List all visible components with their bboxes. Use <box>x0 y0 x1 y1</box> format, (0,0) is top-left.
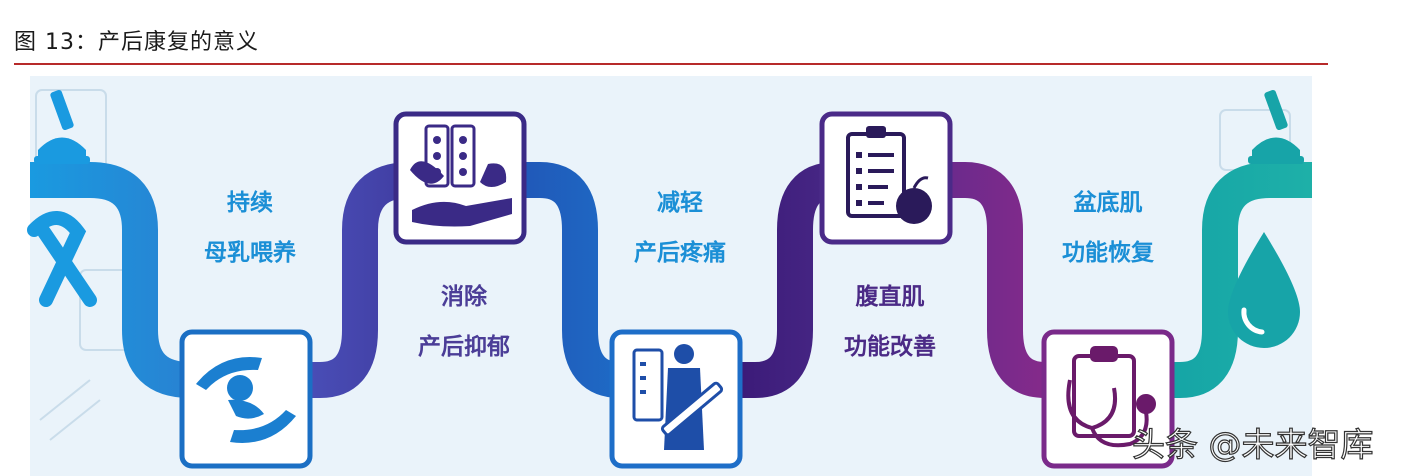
caption-rule <box>14 63 1328 65</box>
step-label-5-line2: 功能恢复 <box>1062 240 1154 266</box>
pipe-segment-5 <box>945 162 1065 398</box>
icon-box-baby <box>179 329 313 469</box>
pipe-segment-6 <box>1160 162 1312 398</box>
step-label-5: 盆底肌 功能恢复 <box>1040 178 1176 278</box>
doctor-syringe-icon <box>632 344 724 450</box>
water-drop-icon <box>1228 232 1300 348</box>
icon-box-clipboard <box>819 111 953 245</box>
step-label-3: 减轻 产后疼痛 <box>612 178 748 278</box>
step-label-4-line1: 腹直肌 <box>855 284 925 310</box>
step-label-1-line2: 母乳喂养 <box>204 240 296 266</box>
pipe-segment-1 <box>30 162 210 398</box>
step-label-2-line1: 消除 <box>441 284 487 310</box>
pipe-segment-2 <box>300 162 430 398</box>
pills-hands-icon <box>410 124 512 227</box>
step-label-1-line1: 持续 <box>227 190 273 216</box>
icon-box-stethoscope <box>1041 329 1175 469</box>
clipboard-apple-icon <box>846 126 932 224</box>
figure-caption: 图 13：产后康复的意义 <box>14 30 259 55</box>
watermark: 头条 @未来智库 <box>1131 424 1374 464</box>
step-label-5-line1: 盆底肌 <box>1073 190 1143 216</box>
step-label-3-line2: 产后疼痛 <box>634 240 726 266</box>
ribbon-icon <box>27 211 97 307</box>
step-label-1: 持续 母乳喂养 <box>182 178 318 278</box>
pipe <box>30 162 1312 398</box>
step-label-3-line1: 减轻 <box>657 190 703 216</box>
icon-box-doctor <box>609 329 743 469</box>
step-label-2-line2: 产后抑郁 <box>418 334 510 360</box>
microscope-icon <box>34 89 90 164</box>
icon-box-pills <box>393 111 527 245</box>
microscope-icon <box>1248 89 1304 164</box>
stethoscope-icon <box>1066 346 1156 448</box>
step-label-4-line2: 功能改善 <box>844 334 936 360</box>
pipe-segment-4 <box>735 162 855 398</box>
step-label-4: 腹直肌 功能改善 <box>822 272 958 372</box>
baby-hands-icon <box>196 357 296 443</box>
step-label-2: 消除 产后抑郁 <box>396 272 532 372</box>
pipe-segment-3 <box>520 162 640 398</box>
